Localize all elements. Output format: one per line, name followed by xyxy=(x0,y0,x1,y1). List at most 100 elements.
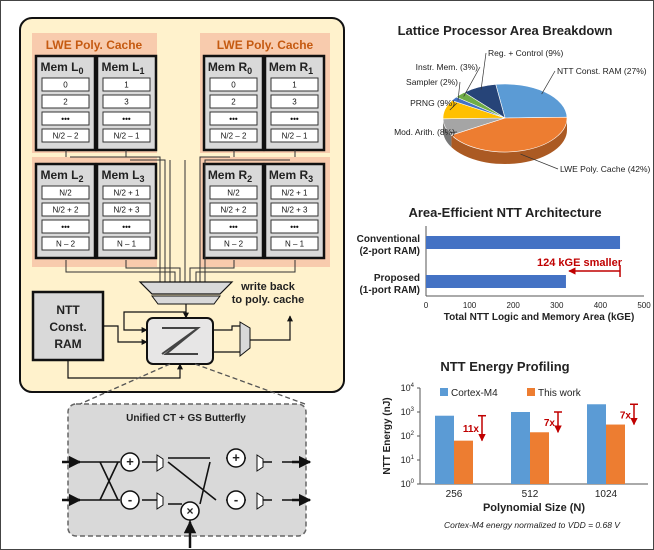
pie-chart: NTT Const. RAM (27%) LWE Poly. Cache (42%… xyxy=(394,48,650,174)
energy-bar xyxy=(435,415,454,484)
pie-leader-line xyxy=(480,52,487,90)
pie-slice-label: Reg. + Control (9%) xyxy=(488,48,564,58)
pie-leader-line xyxy=(463,66,481,97)
mem-row-value: 1 xyxy=(124,81,129,90)
mem-row-value: N – 1 xyxy=(285,240,305,249)
y-tick-exponent: 2 xyxy=(411,431,415,437)
y-tick-label: 104 xyxy=(401,383,415,393)
pie-leader-line xyxy=(450,131,458,133)
x-tick-label: 200 xyxy=(507,301,521,310)
mem-row-value: N/2 xyxy=(59,189,72,198)
pie-slice-label: LWE Poly. Cache (42%) xyxy=(560,164,651,174)
area-chart-title: Area-Efficient NTT Architecture xyxy=(408,205,601,220)
output-mux xyxy=(239,321,251,358)
input-mux xyxy=(138,281,234,295)
ntt-ram-line-2: Const. xyxy=(49,320,86,334)
input-mux-2 xyxy=(151,295,221,305)
y-tick-exponent: 0 xyxy=(411,479,415,485)
pie-slice-label: Sampler (2%) xyxy=(406,77,458,87)
mem-row-value: N/2 + 3 xyxy=(113,206,140,215)
category-label: Proposed xyxy=(374,273,420,284)
energy-bar xyxy=(606,424,625,484)
mem-row-value: N/2 – 2 xyxy=(53,132,79,141)
zoom-lines xyxy=(79,363,306,405)
mem-row xyxy=(41,236,90,251)
mem-row xyxy=(209,202,258,217)
pie-slice-label: Instr. Mem. (3%) xyxy=(416,62,479,72)
pie-slice-label: NTT Const. RAM (27%) xyxy=(557,66,647,76)
energy-bar xyxy=(511,412,530,484)
mem-bank-name: Mem R1 xyxy=(269,60,313,76)
subtractor-1-label: - xyxy=(128,492,132,507)
pie-chart-title: Lattice Processor Area Breakdown xyxy=(398,23,613,38)
mem-row-value: N – 1 xyxy=(117,240,137,249)
energy-bar xyxy=(587,404,606,484)
mem-row-value: N/2 + 2 xyxy=(220,206,247,215)
mem-bank-subscript: 2 xyxy=(79,174,84,184)
pie-slice-side xyxy=(451,118,567,164)
pie-leader-line xyxy=(457,81,461,101)
mem-row-value: N/2 – 1 xyxy=(282,132,308,141)
butterfly-io-arrows xyxy=(62,455,312,548)
mem-row-value: 3 xyxy=(292,98,297,107)
y-tick-exponent: 3 xyxy=(411,407,415,413)
pie-slice-side xyxy=(443,118,452,148)
energy-bar xyxy=(454,440,473,484)
legend-label: This work xyxy=(538,388,582,399)
x-tick-label: 300 xyxy=(550,301,564,310)
footnote: Cortex-M4 energy normalized to VDD = 0.6… xyxy=(444,520,621,530)
x-tick-label: 100 xyxy=(463,301,477,310)
x-tick-label: 0 xyxy=(424,301,429,310)
write-back-line-1: write back xyxy=(240,281,296,293)
pie-slice xyxy=(450,116,568,153)
mem-row xyxy=(209,185,258,200)
legend-label: Cortex-M4 xyxy=(451,388,498,399)
energy-bar-chart: 10010110210310425611x5127x10247xCortex-M… xyxy=(382,383,648,530)
mem-bank-subscript: 0 xyxy=(247,66,252,76)
x-tick-label: 400 xyxy=(594,301,608,310)
butterfly-muxes xyxy=(156,454,264,510)
mem-row xyxy=(102,94,151,109)
ntt-ram-line-1: NTT xyxy=(56,303,80,317)
mem-row xyxy=(209,128,258,143)
mem-row xyxy=(270,185,319,200)
mem-row-value: N/2 + 1 xyxy=(113,189,140,198)
multiplier-label: × xyxy=(186,504,193,518)
subtractor-1 xyxy=(120,490,140,510)
area-bar xyxy=(426,275,566,288)
mem-row-value: ••• xyxy=(122,115,131,124)
mem-row-value: ••• xyxy=(229,115,238,124)
mem-row xyxy=(270,111,319,126)
mem-row-value: 3 xyxy=(124,98,129,107)
category-label-2: (1-port RAM) xyxy=(359,285,420,296)
ratio-label: 11x xyxy=(463,424,480,435)
mem-row xyxy=(41,219,90,234)
x-tick-label: 500 xyxy=(637,301,651,310)
mem-row xyxy=(209,111,258,126)
x-tick-label: 512 xyxy=(522,489,539,500)
mem-row-value: N/2 – 2 xyxy=(221,132,247,141)
y-tick-label: 100 xyxy=(401,479,415,489)
mem-row-value: N – 2 xyxy=(224,240,244,249)
mem-row xyxy=(102,185,151,200)
mem-row xyxy=(270,128,319,143)
mem-row-value: ••• xyxy=(229,223,238,232)
pie-slice xyxy=(463,84,506,119)
mem-row-value: ••• xyxy=(290,115,299,124)
mem-bank-name: Mem R0 xyxy=(208,60,252,76)
mem-row-value: N/2 + 1 xyxy=(281,189,308,198)
mem-row xyxy=(41,111,90,126)
bus-lines xyxy=(65,150,296,282)
cache-left-title: LWE Poly. Cache xyxy=(46,38,143,52)
mem-row xyxy=(102,236,151,251)
mem-bank-subscript: 1 xyxy=(140,66,145,76)
mem-bank-name: Mem R3 xyxy=(269,168,313,184)
butterfly-icon xyxy=(161,327,201,355)
mem-row xyxy=(270,219,319,234)
x-tick-label: 1024 xyxy=(595,489,618,500)
mem-row-value: 0 xyxy=(63,81,68,90)
mem-row xyxy=(41,185,90,200)
